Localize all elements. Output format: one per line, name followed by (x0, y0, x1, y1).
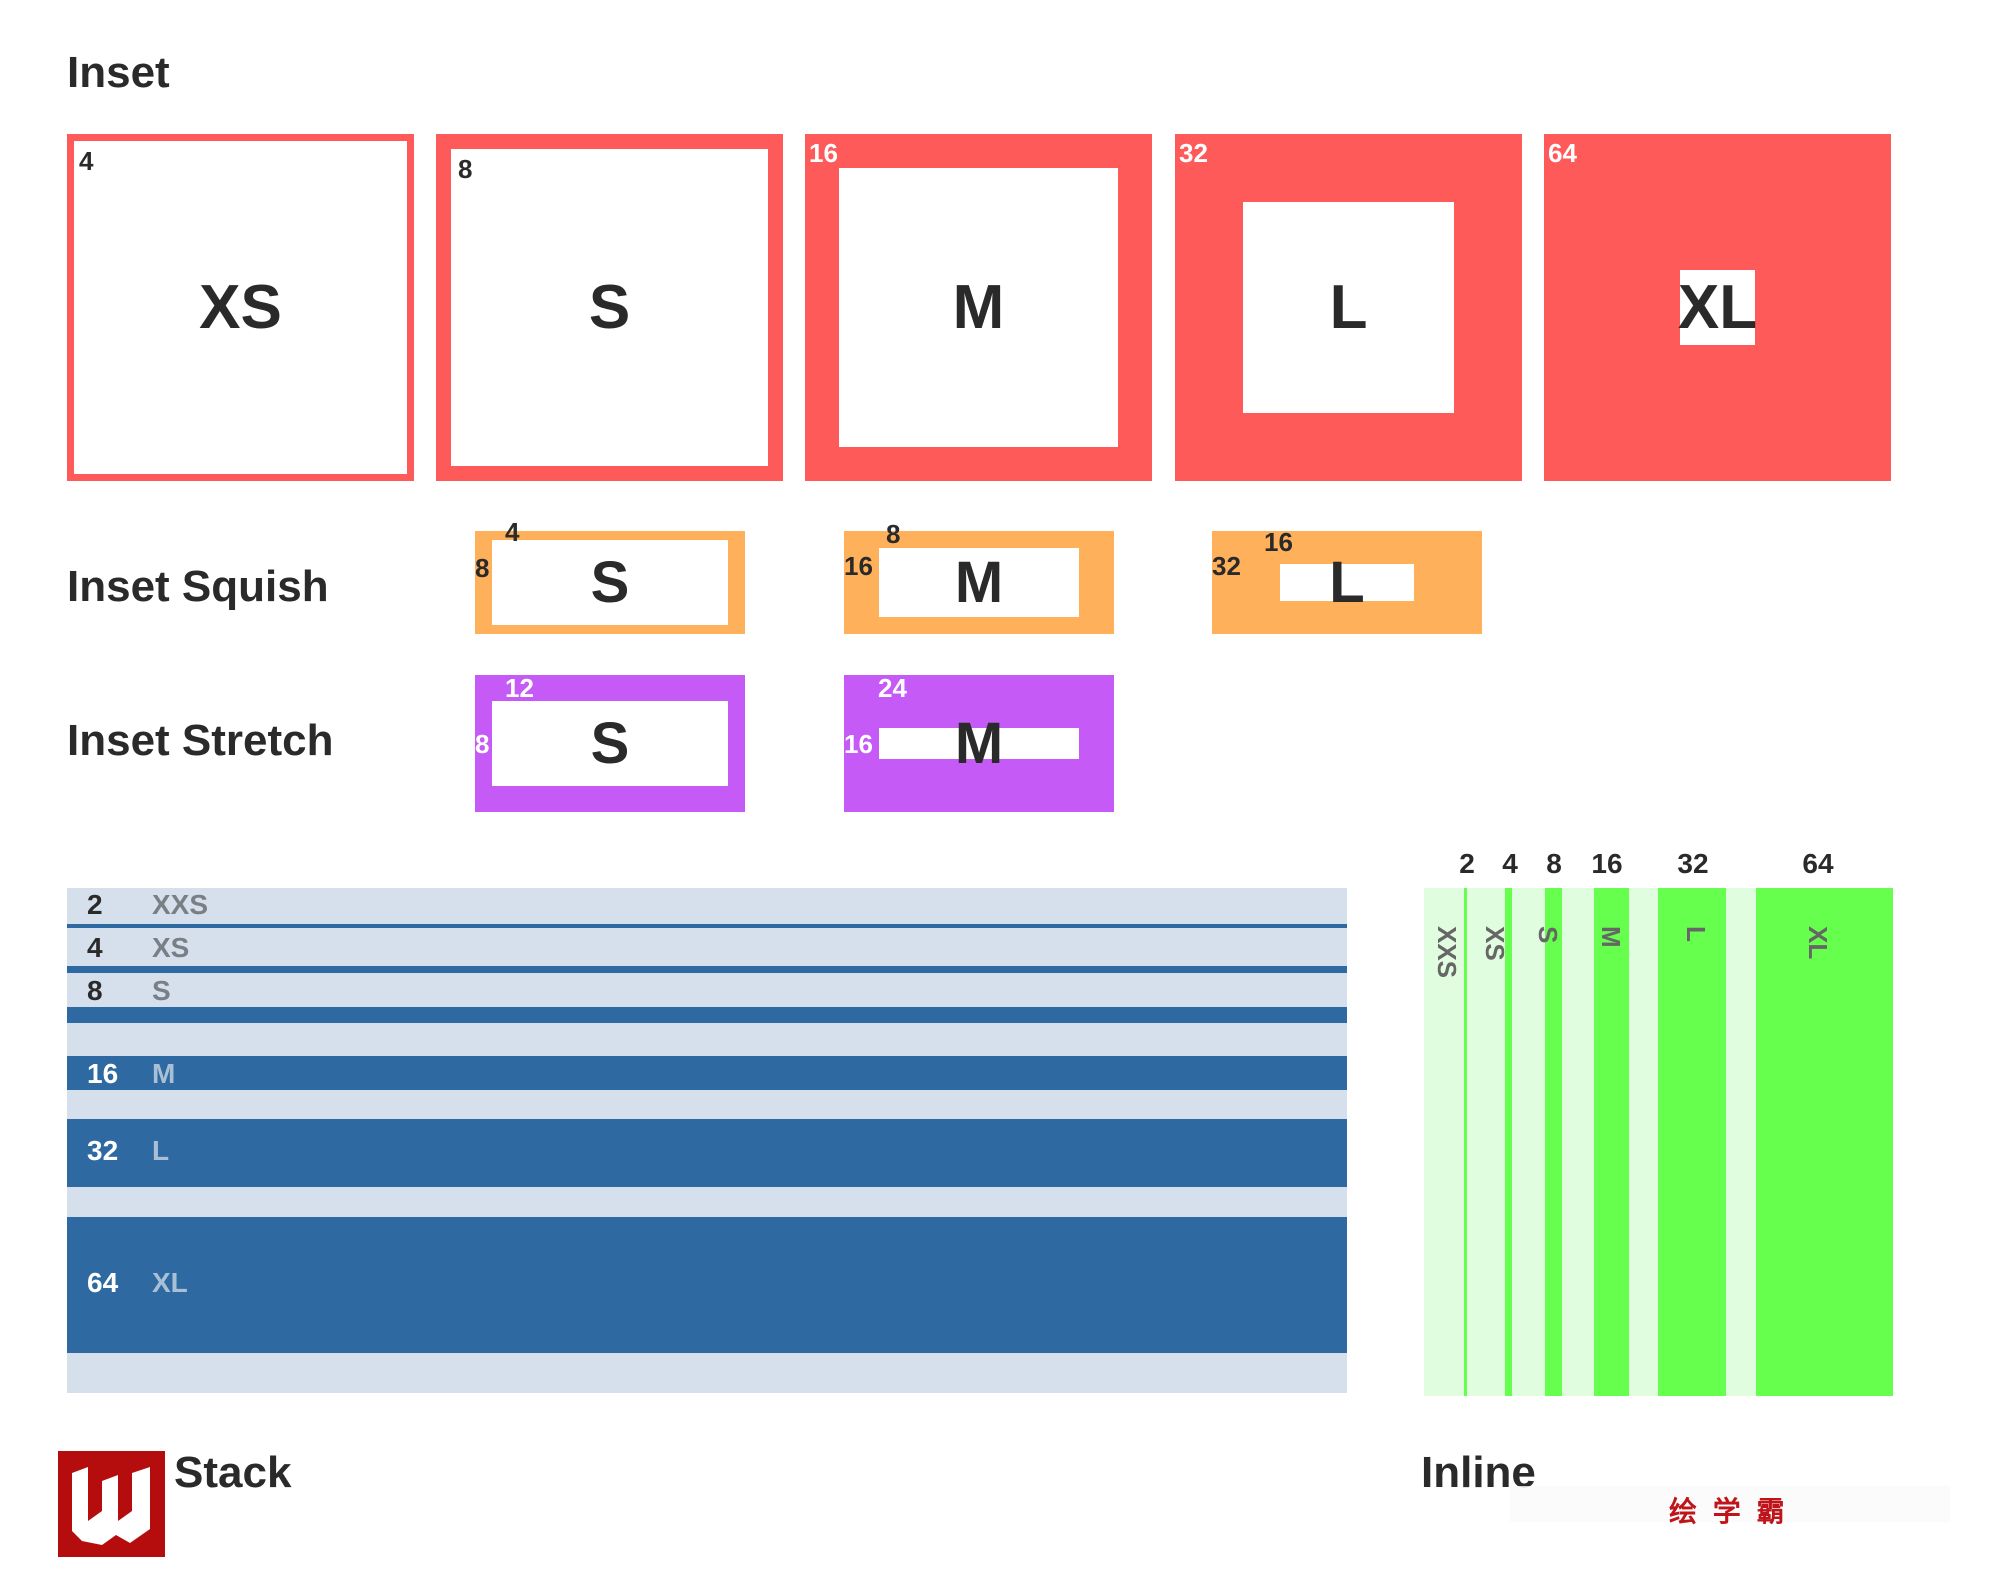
stack-value: 16 (87, 1058, 119, 1089)
size-label: M (954, 711, 1004, 776)
size-label: L (1329, 550, 1365, 615)
stretch-s-box: S 12 8 (475, 675, 745, 812)
size-label: M (954, 550, 1004, 615)
stack-size: XXS (152, 889, 209, 920)
size-label: S (590, 550, 630, 615)
squish-s-box: S 4 8 (475, 519, 745, 634)
vertical-value: 8 (886, 519, 901, 549)
inline-bar-4 (1505, 888, 1512, 1396)
inline-size: L (1681, 926, 1711, 942)
stack-bar-64 (67, 1217, 1347, 1353)
stack-size: XS (152, 932, 190, 963)
stack-size: M (152, 1058, 176, 1089)
stack-heading: Stack (174, 1448, 292, 1497)
stack-bar-16 (67, 1056, 1347, 1090)
inset-xs-box: XS 4 (67, 134, 414, 481)
inline-size: XXS (1432, 926, 1462, 979)
inset-l-box: L 32 (1175, 134, 1522, 481)
vertical-value: 24 (878, 673, 907, 703)
inset-m-box: M 16 (805, 134, 1152, 481)
inset-squish-heading: Inset Squish (67, 562, 329, 611)
inline-bar-2 (1464, 888, 1467, 1396)
size-label: S (588, 272, 631, 342)
stack-bar-8 (67, 1007, 1347, 1023)
stretch-m-box: M 24 16 (844, 675, 1114, 812)
inline-bar-64 (1756, 888, 1893, 1396)
size-label: L (1329, 272, 1368, 342)
spacing-value: 64 (1548, 138, 1577, 168)
stack-bar-2 (67, 924, 1347, 928)
inline-size: XL (1803, 926, 1833, 960)
inline-bar-16 (1594, 888, 1629, 1396)
stack-value: 2 (87, 889, 103, 920)
stack-size: XL (152, 1267, 188, 1298)
watermark-logo (58, 1451, 165, 1557)
inset-xl-box: XL 64 (1544, 134, 1891, 481)
horizontal-value: 16 (844, 729, 873, 759)
stack-size: S (152, 975, 171, 1006)
watermark-band (1510, 1486, 1950, 1522)
horizontal-value: 8 (475, 729, 490, 759)
inline-size: XS (1480, 926, 1510, 961)
watermark-text: 绘 学 霸 (1669, 1496, 1789, 1527)
size-label: S (590, 711, 630, 776)
horizontal-value: 8 (475, 553, 490, 583)
stack-size: L (152, 1135, 170, 1166)
stack-value: 32 (87, 1135, 119, 1166)
inline-value: 2 (1459, 848, 1475, 879)
inline-value: 64 (1802, 848, 1834, 879)
stack-value: 4 (87, 932, 103, 963)
inline-size: S (1533, 926, 1563, 944)
inline-value: 8 (1546, 848, 1562, 879)
logo-w-icon (72, 1467, 150, 1545)
inline-value: 32 (1677, 848, 1709, 879)
spacing-value: 32 (1179, 138, 1208, 168)
inline-value: 4 (1502, 848, 1518, 879)
stack-value: 64 (87, 1267, 119, 1298)
horizontal-value: 16 (844, 551, 873, 581)
spacing-value: 4 (79, 146, 94, 176)
vertical-value: 4 (505, 517, 520, 547)
squish-l-box: L 16 32 (1212, 527, 1482, 634)
vertical-value: 12 (505, 673, 534, 703)
size-label: XS (199, 272, 282, 342)
inset-heading: Inset (67, 48, 170, 97)
inline-value: 16 (1591, 848, 1623, 879)
horizontal-value: 32 (1212, 551, 1241, 581)
inset-stretch-heading: Inset Stretch (67, 716, 334, 765)
stack-bar-4 (67, 966, 1347, 973)
spacing-value: 16 (809, 138, 838, 168)
inline-bar-32 (1658, 888, 1726, 1396)
spacing-value: 8 (458, 154, 473, 184)
squish-m-box: M 8 16 (844, 521, 1114, 634)
size-label: XL (1677, 272, 1758, 342)
vertical-value: 16 (1264, 527, 1293, 557)
stack-bar-32 (67, 1119, 1347, 1187)
inline-bar-8 (1545, 888, 1562, 1396)
size-label: M (952, 272, 1005, 342)
stack-value: 8 (87, 975, 103, 1006)
inline-size: M (1596, 926, 1626, 948)
inset-s-box: S 8 (436, 134, 783, 481)
